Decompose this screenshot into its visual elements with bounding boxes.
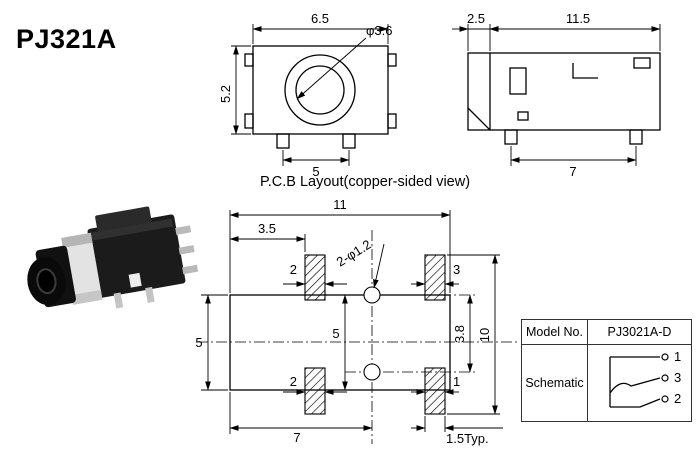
- front-view-body: [244, 45, 397, 149]
- jack-opening-outer: [284, 54, 356, 126]
- side-tab: [387, 113, 397, 129]
- rear-notch: [633, 57, 651, 69]
- side-view-drawing: 2.5 11.5 7: [452, 11, 661, 179]
- dim-holes: 2-φ1.2: [334, 237, 374, 270]
- front-view-dimensions: 6.5 5.2 5 φ3.6: [218, 11, 393, 179]
- schematic-cell: 1 3 2: [588, 345, 691, 421]
- dim-pin-spacing: 7: [569, 164, 576, 179]
- front-view-drawing: 6.5 5.2 5 φ3.6: [218, 11, 397, 179]
- page-title: PJ321A: [16, 24, 117, 54]
- jack-opening-inner: [295, 65, 345, 115]
- side-tab: [244, 113, 254, 129]
- dim-height: 5.2: [218, 85, 233, 103]
- side-tab: [387, 53, 397, 67]
- side-view-dimensions: 2.5 11.5 7: [452, 11, 661, 179]
- pin-number: 3: [674, 370, 681, 385]
- model-no-value: PJ3021A-D: [607, 325, 672, 339]
- pad: [424, 254, 446, 301]
- pin-number: 1: [674, 349, 681, 364]
- pcb-dimensions: 11 3.5 2-φ1.2 2 3 5 5 3.8 10 2 1 7: [195, 197, 503, 446]
- body-outline: [252, 45, 389, 135]
- table-row: Schematic 1 3 2: [522, 344, 691, 421]
- pad: [424, 367, 446, 415]
- dim-total-height: 10: [477, 328, 492, 342]
- body-outline: [467, 52, 661, 131]
- centerlines: [197, 230, 517, 444]
- dim-body: 11.5: [566, 11, 590, 26]
- solder-pin: [629, 129, 643, 145]
- pin-number: 2: [674, 391, 681, 406]
- pad: [304, 367, 326, 415]
- side-view-body: [467, 52, 661, 145]
- dim-hole-dia: φ3.6: [366, 23, 393, 38]
- dim-pad-width: 1.5Typ.: [446, 431, 489, 446]
- pcb-layout-heading: P.C.B Layout(copper-sided view): [259, 174, 471, 190]
- connector-3d: [27, 206, 199, 309]
- pcb-layout-drawing: 11 3.5 2-φ1.2 2 3 5 5 3.8 10 2 1 7: [195, 197, 517, 446]
- dim-pin-span: 7: [293, 430, 300, 445]
- pad: [304, 254, 326, 301]
- terminal: [660, 395, 669, 403]
- side-tab: [244, 53, 254, 67]
- dim-hole-pitch: 3.8: [452, 325, 467, 343]
- schematic-label: Schematic: [522, 345, 588, 421]
- inner-step: [572, 63, 598, 79]
- dim-pad-top-left: 2: [290, 262, 297, 277]
- inner-detail: [517, 111, 529, 121]
- dim-pad-bottom-left: 2: [290, 374, 297, 389]
- dim-pin-spacing: 5: [312, 164, 319, 179]
- dim-hole-span: 5: [332, 326, 339, 341]
- dim-width: 6.5: [311, 11, 329, 26]
- dim-front: 2.5: [467, 11, 485, 26]
- dim-width: 11: [333, 197, 347, 212]
- spec-table: Model No. PJ3021A-D Schematic 1 3 2: [521, 319, 692, 422]
- dim-pad-offset: 3.5: [258, 221, 276, 236]
- footprint-outline: [229, 294, 451, 391]
- terminal: [660, 374, 669, 382]
- terminal: [660, 353, 669, 361]
- component-photo: [27, 206, 199, 309]
- drill-hole: [363, 363, 381, 381]
- dim-pad-bottom-right: 1: [453, 374, 460, 389]
- solder-pin: [276, 133, 290, 149]
- model-no-label: Model No.: [522, 320, 588, 344]
- solder-pin: [342, 133, 356, 149]
- drill-hole: [363, 286, 381, 304]
- switch-slot: [509, 67, 527, 95]
- footprint: [229, 254, 451, 415]
- dim-pad-top-right: 3: [453, 262, 460, 277]
- schematic-drawing: 1 3 2: [608, 349, 681, 408]
- solder-pin: [504, 129, 518, 145]
- dim-body-height: 5: [195, 335, 202, 350]
- table-row: Model No. PJ3021A-D: [522, 320, 691, 344]
